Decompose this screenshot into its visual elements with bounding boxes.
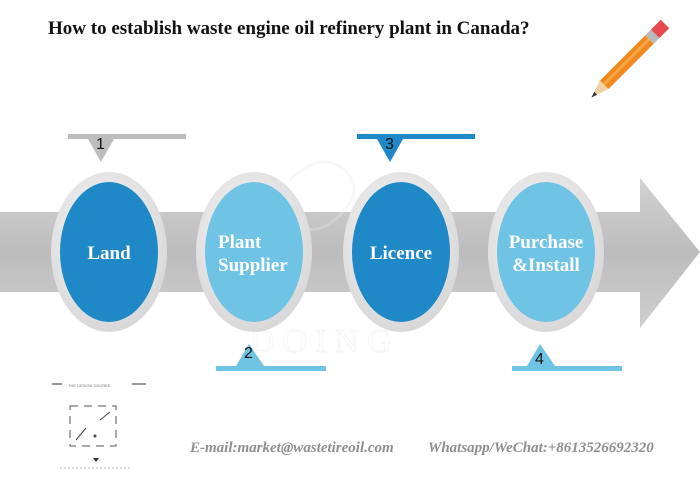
page-title: How to establish waste engine oil refine…: [48, 18, 530, 39]
step-2-number: 2: [244, 345, 253, 362]
step-4-label-line-2: &Install: [512, 255, 580, 276]
step-1-marker: [68, 134, 186, 162]
contact-email: E-mail:market@wastetireoil.com: [190, 440, 394, 456]
step-4-marker: [512, 344, 622, 371]
step-4-number: 4: [535, 351, 544, 368]
step-3-number: 3: [385, 136, 394, 153]
step-4-label-line-1: Purchase: [508, 232, 584, 253]
step-4-circle: [488, 172, 604, 332]
doing-watermark-logo: DOING: [250, 160, 400, 361]
contact-whatsapp: Whatsapp/WeChat:+8613526692320: [428, 440, 654, 456]
step-2-label: Plant Supplier: [208, 231, 310, 277]
step-3-label: Licence: [356, 242, 446, 265]
step-4-label: Purchase &Install: [498, 231, 594, 277]
step-2-circle: [196, 172, 312, 332]
step-1-label-line-1: Land: [87, 243, 131, 264]
step-1-label: Land: [64, 242, 154, 265]
step-2-label-line-2: Supplier: [218, 255, 288, 276]
watermark-text: DOING: [250, 323, 400, 360]
step-1-number: 1: [96, 136, 105, 153]
step-3-label-line-1: Licence: [369, 243, 433, 264]
step-1-circle: [51, 172, 167, 332]
step-3-circle: [343, 172, 459, 332]
step-2-label-line-1: Plant: [218, 232, 262, 253]
pencil-icon: [591, 19, 670, 98]
svg-text:THE DESIGN DEGREE: THE DESIGN DEGREE: [68, 383, 111, 388]
step-3-marker: [357, 134, 475, 162]
doing-logo-icon: THE DESIGN DEGREE: [52, 383, 146, 469]
step-2-marker: [216, 344, 326, 371]
